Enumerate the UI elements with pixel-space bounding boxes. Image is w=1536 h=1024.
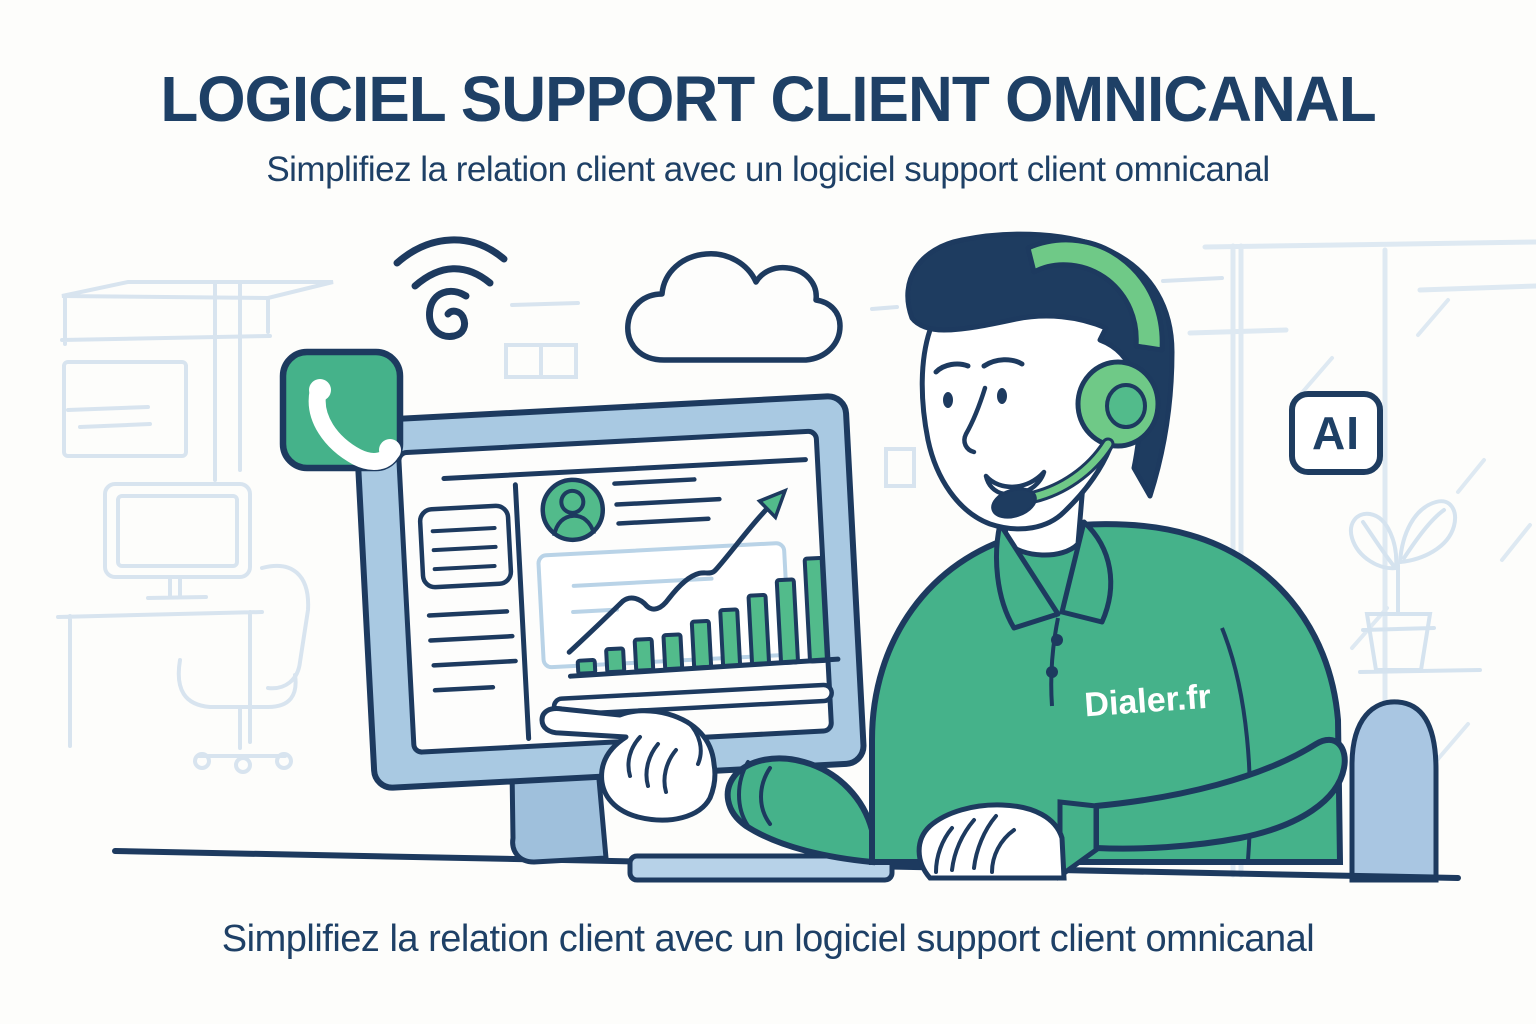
monitor-base bbox=[627, 853, 895, 883]
dashboard-ui bbox=[417, 457, 808, 741]
agent-chair bbox=[1349, 699, 1439, 883]
agent-torso bbox=[869, 521, 1344, 865]
chart-bar bbox=[802, 555, 829, 664]
chart-bar bbox=[774, 577, 800, 666]
agent-left-cuff-lines bbox=[737, 760, 772, 828]
cloud-icon bbox=[625, 251, 843, 363]
collar-right bbox=[1059, 519, 1114, 625]
shirt-placket bbox=[1049, 617, 1060, 707]
agent-hair bbox=[905, 231, 1175, 499]
chart-bar bbox=[575, 658, 598, 676]
avatar bbox=[540, 477, 606, 543]
phone-icon bbox=[279, 348, 404, 472]
shirt-logo: Dialer.fr bbox=[1083, 678, 1212, 725]
chart-bar bbox=[689, 618, 714, 670]
headset-icon bbox=[991, 237, 1165, 519]
mic-capsule bbox=[991, 487, 1037, 519]
pointing-hand-fingers bbox=[626, 720, 703, 794]
dashboard-header-line bbox=[441, 457, 808, 482]
headset-band bbox=[1025, 237, 1165, 353]
dashboard-chart-panel bbox=[536, 487, 841, 717]
chart-bar bbox=[746, 592, 771, 667]
dashboard-divider bbox=[512, 482, 532, 741]
footer-caption: Simplifiez la relation client avec un lo… bbox=[221, 918, 1315, 960]
chart-bar bbox=[718, 607, 743, 669]
dashboard-bars bbox=[575, 555, 829, 676]
signal-waves-icon bbox=[393, 236, 508, 340]
page-subtitle: Simplifiez la relation client avec un lo… bbox=[266, 150, 1270, 189]
chart-baseline bbox=[567, 656, 841, 679]
ai-badge: AI bbox=[1289, 391, 1383, 475]
monitor bbox=[353, 393, 867, 791]
chart-bar bbox=[661, 632, 685, 672]
ai-badge-label: AI bbox=[1312, 407, 1360, 459]
monitor-stand bbox=[509, 765, 609, 865]
support-agent: Dialer.fr bbox=[539, 231, 1348, 881]
background-office-sketch bbox=[56, 276, 1224, 774]
sidebar-card bbox=[417, 503, 514, 590]
shirt-button bbox=[1051, 634, 1063, 646]
trend-arrowhead bbox=[756, 487, 789, 521]
trend-line bbox=[566, 500, 775, 655]
page-title: LOGICIEL SUPPORT CLIENT OMNICANAL bbox=[160, 63, 1376, 135]
right-hand-fingers bbox=[934, 814, 1016, 874]
agent-left-arm bbox=[724, 755, 875, 866]
plant-icon bbox=[1349, 499, 1482, 674]
shirt-button bbox=[1046, 666, 1058, 678]
chart-bar bbox=[604, 646, 627, 675]
agent-right-forearm bbox=[1093, 736, 1348, 852]
collar-left bbox=[994, 521, 1061, 631]
chart-bar bbox=[632, 636, 656, 673]
